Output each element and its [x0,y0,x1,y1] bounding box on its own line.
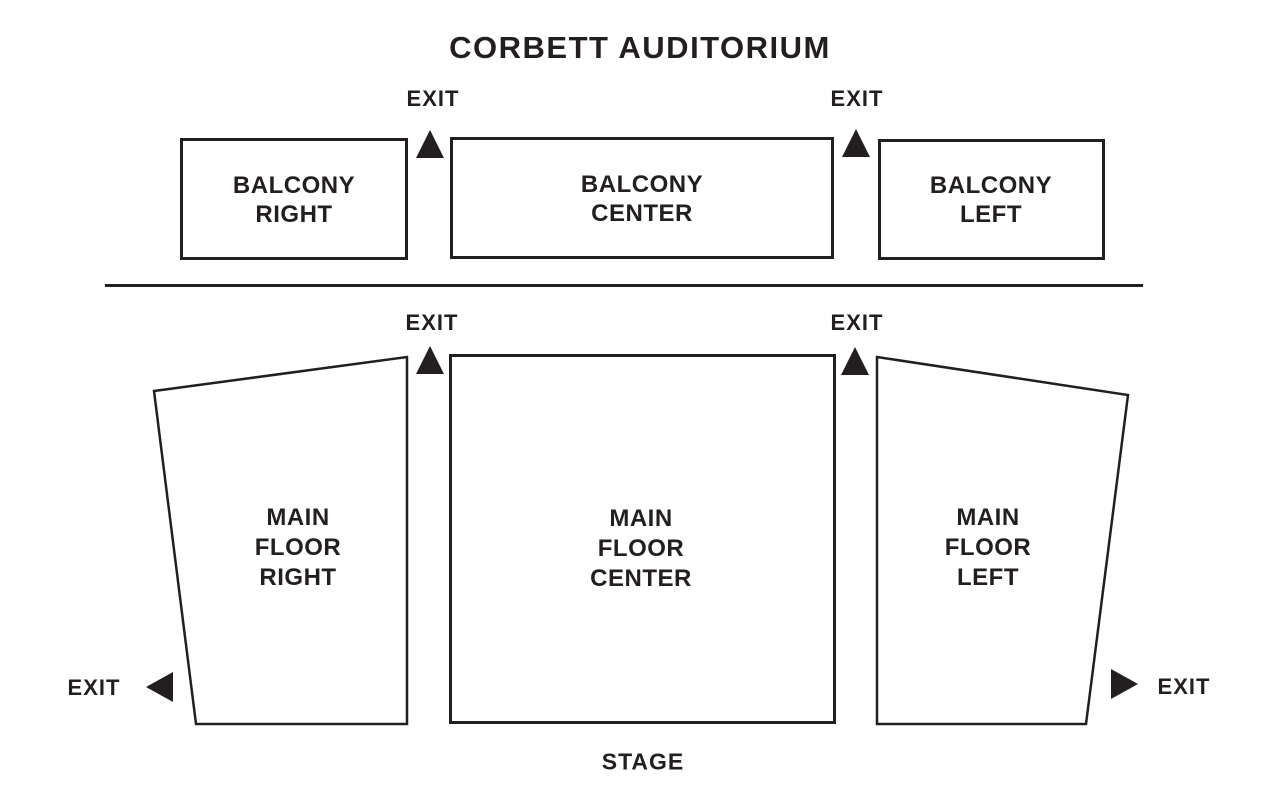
exit-label-balcony-aisle-right: EXIT [830,86,884,111]
exit-arrow-up-icon [416,130,444,158]
section-balcony-right [180,138,408,260]
section-balcony-right-label: BALCONY RIGHT [232,172,356,228]
page-title: CORBETT AUDITORIUM [449,30,831,65]
section-balcony-center [450,137,834,259]
exit-label-floor-side-right: EXIT [1157,674,1211,699]
section-balcony-left-label: BALCONY LEFT [929,172,1053,228]
section-main-floor-center [449,354,836,724]
exit-label-floor-aisle-right: EXIT [830,310,884,335]
exit-arrow-up-icon [842,129,870,157]
section-balcony-left [878,139,1105,260]
exit-arrow-up-icon [841,347,869,375]
section-balcony-center-label: BALCONY CENTER [580,171,704,227]
exit-arrow-left-icon [146,672,173,702]
section-main-floor-right-label: MAIN FLOOR RIGHT [254,504,342,591]
exit-label-balcony-aisle-left: EXIT [406,86,460,111]
exit-arrow-up-icon [416,346,444,374]
exit-label-floor-aisle-left: EXIT [405,310,459,335]
level-divider-line [105,284,1143,287]
section-main-floor-left-label: MAIN FLOOR LEFT [944,504,1032,591]
exit-label-floor-side-left: EXIT [67,675,121,700]
stage-label: STAGE [601,748,685,775]
exit-arrow-right-icon [1111,669,1138,699]
section-main-floor-center-label: MAIN FLOOR CENTER [590,505,692,592]
